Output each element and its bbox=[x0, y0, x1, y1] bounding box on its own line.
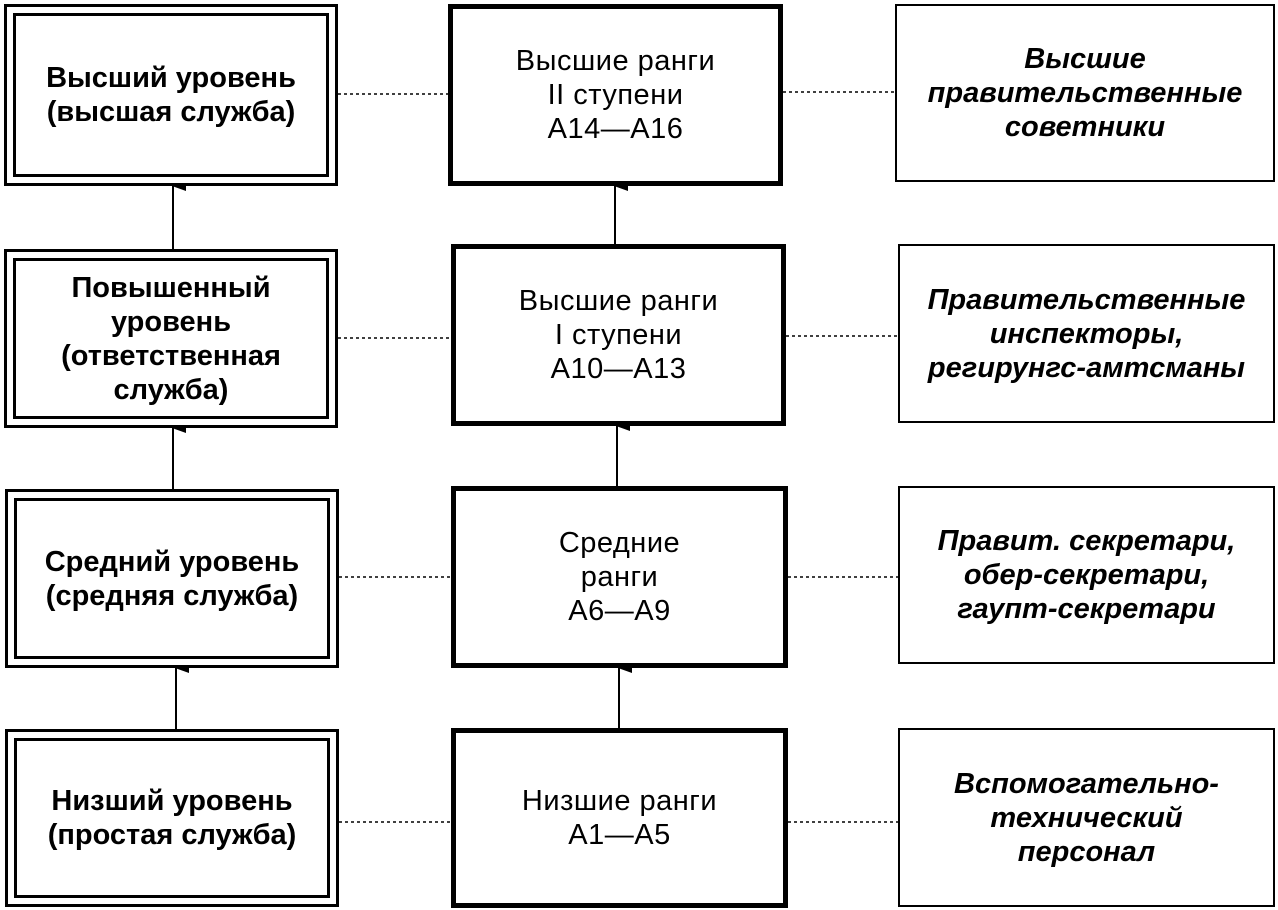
rank-box-lower: Низшие ранги A1—A5 bbox=[451, 728, 788, 908]
level-box-elevated-inner: Повышенный уровень (ответственная служба… bbox=[13, 258, 329, 419]
rank-label-lower: Низшие ранги A1—A5 bbox=[521, 785, 718, 851]
title-box-inspectors: Правительственные инспекторы, регирунгс-… bbox=[898, 244, 1275, 423]
title-label-senior-advisors: Высшие правительственные советники bbox=[927, 43, 1243, 143]
rank-box-higher-1: Высшие ранги I ступени A10—A13 bbox=[451, 244, 786, 426]
level-label-middle: Средний уровень (средняя служба) bbox=[44, 545, 300, 612]
rank-box-middle: Средние ранги A6—A9 bbox=[451, 486, 788, 668]
rank-label-higher-2: Высшие ранги II ступени A14—A16 bbox=[515, 45, 716, 145]
rank-label-higher-1: Высшие ранги I ступени A10—A13 bbox=[518, 285, 719, 385]
level-box-middle-inner: Средний уровень (средняя служба) bbox=[14, 498, 330, 659]
title-box-senior-advisors: Высшие правительственные советники bbox=[895, 4, 1275, 182]
rank-box-higher-2: Высшие ранги II ступени A14—A16 bbox=[448, 4, 783, 186]
title-label-inspectors: Правительственные инспекторы, регирунгс-… bbox=[927, 283, 1246, 384]
level-box-middle: Средний уровень (средняя служба) bbox=[5, 489, 339, 668]
level-label-elevated: Повышенный уровень (ответственная служба… bbox=[61, 271, 281, 406]
level-label-lowest: Низший уровень (простая служба) bbox=[47, 785, 297, 851]
level-box-elevated: Повышенный уровень (ответственная служба… bbox=[4, 249, 338, 428]
level-box-highest: Высший уровень (высшая служба) bbox=[4, 4, 338, 186]
title-box-secretaries: Правит. секретари, обер-секретари, гаупт… bbox=[898, 486, 1275, 664]
level-box-lowest: Низший уровень (простая служба) bbox=[5, 729, 339, 907]
level-label-highest: Высший уровень (высшая служба) bbox=[46, 62, 296, 128]
title-label-secretaries: Правит. секретари, обер-секретари, гаупт… bbox=[937, 525, 1236, 625]
level-box-highest-inner: Высший уровень (высшая служба) bbox=[13, 13, 329, 177]
rank-label-middle: Средние ранги A6—A9 bbox=[558, 527, 681, 627]
title-box-support-staff: Вспомогательно- технический персонал bbox=[898, 728, 1275, 907]
title-label-support-staff: Вспомогательно- технический персонал bbox=[954, 767, 1219, 868]
level-box-lowest-inner: Низший уровень (простая служба) bbox=[14, 738, 330, 898]
